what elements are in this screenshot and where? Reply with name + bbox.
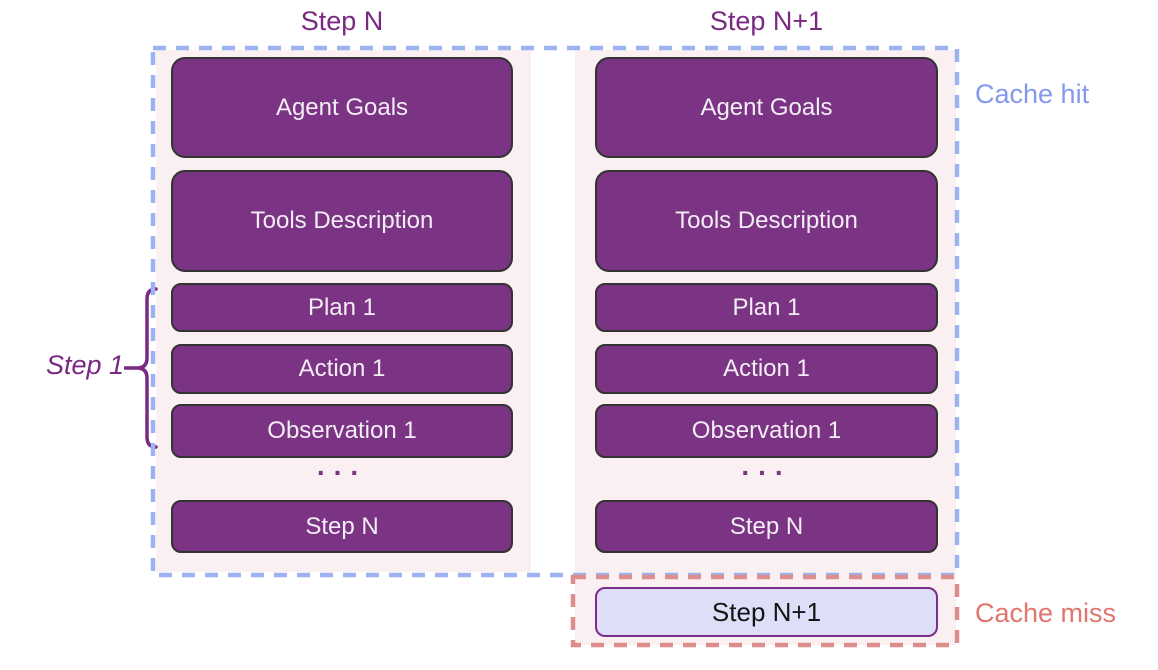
box-action-1-step-n: Action 1 — [171, 344, 513, 394]
box-agent-goals-step-n: Agent Goals — [171, 57, 513, 158]
box-agent-goals-step-n1: Agent Goals — [595, 57, 938, 158]
step-1-brace — [124, 287, 158, 449]
step-1-label: Step 1 — [45, 350, 124, 380]
column-title-step-n1: Step N+1 — [709, 6, 824, 36]
box-step-n-step-n1: Step N — [595, 500, 938, 553]
box-step-n1-new: Step N+1 — [595, 587, 938, 637]
cache-miss-label: Cache miss — [975, 598, 1117, 628]
box-plan-1-step-n: Plan 1 — [171, 283, 513, 332]
box-tools-description-step-n1: Tools Description — [595, 170, 938, 272]
box-plan-1-step-n1: Plan 1 — [595, 283, 938, 332]
cache-hit-label: Cache hit — [975, 79, 1090, 109]
column-title-step-n: Step N — [300, 6, 384, 36]
box-tools-description-step-n: Tools Description — [171, 170, 513, 272]
box-step-n-step-n: Step N — [171, 500, 513, 553]
box-action-1-step-n1: Action 1 — [595, 344, 938, 394]
ellipsis-step-n1: ... — [741, 450, 792, 481]
ellipsis-step-n: ... — [316, 450, 368, 481]
